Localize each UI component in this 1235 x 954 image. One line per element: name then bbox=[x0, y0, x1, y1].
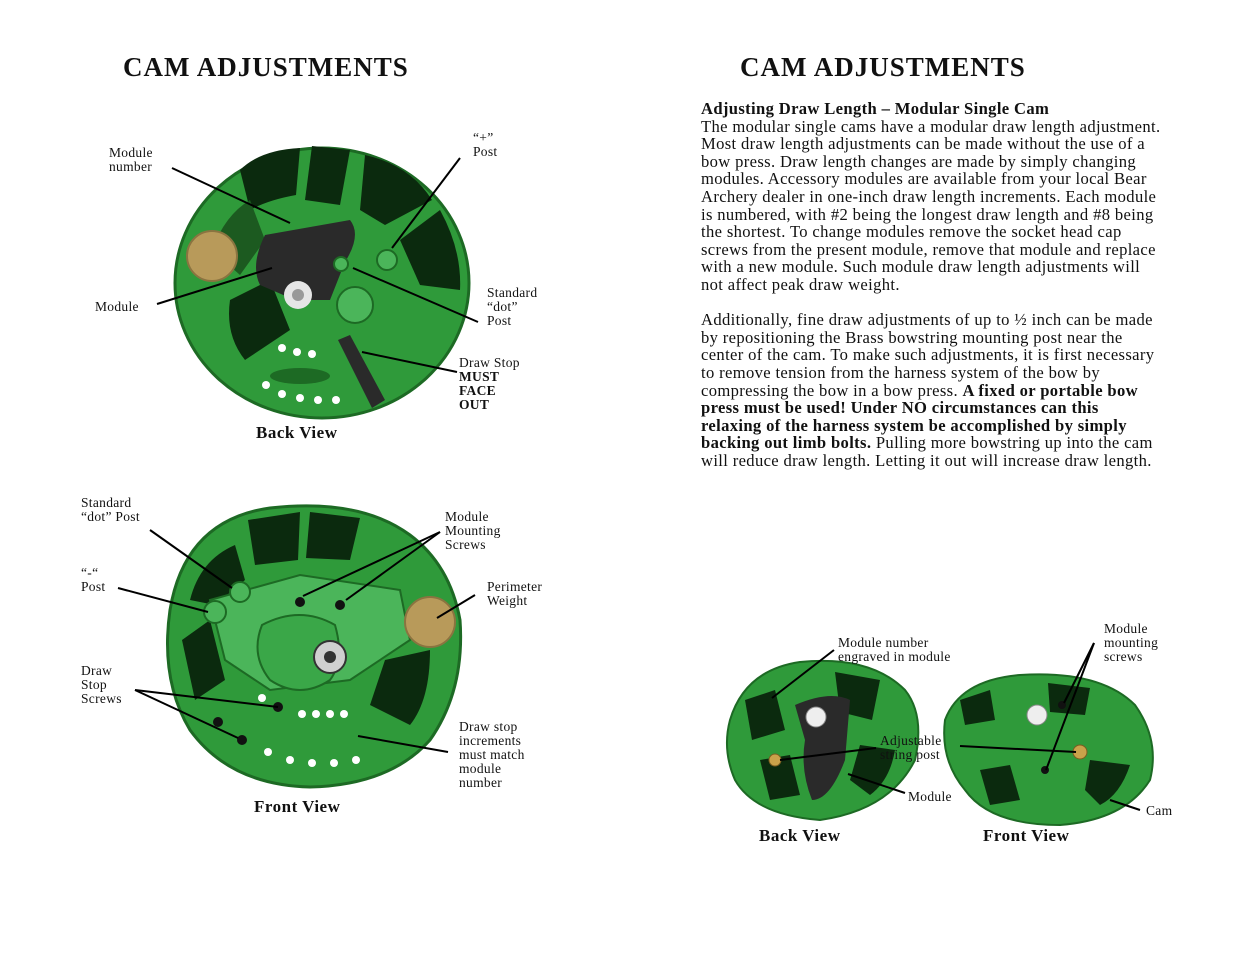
label-module-number-engraved: Module number engraved in module bbox=[838, 635, 951, 664]
label-minus-post: “-“ Post bbox=[81, 565, 106, 594]
label-front-standard-dot-post: Standard “dot” Post bbox=[81, 495, 140, 524]
section-heading: Adjusting Draw Length – Modular Single C… bbox=[701, 99, 1050, 118]
right-page-title: CAM ADJUSTMENTS bbox=[740, 52, 1026, 82]
front-view-cam bbox=[166, 504, 463, 789]
right-back-view-cam bbox=[725, 659, 920, 822]
label-draw-stop-increments: Draw stop increments must match module n… bbox=[459, 719, 525, 790]
label-module-mounting-screws: Module Mounting Screws bbox=[445, 509, 501, 552]
paragraph-2: Additionally, fine draw adjustments of u… bbox=[701, 310, 1155, 470]
label-standard-dot-post: Standard “dot” Post bbox=[487, 285, 538, 328]
label-module-number: Module number bbox=[109, 145, 153, 174]
label-draw-stop-screws: Draw Stop Screws bbox=[81, 663, 122, 706]
label-cam: Cam bbox=[1146, 803, 1173, 818]
label-plus-post: “+” Post bbox=[473, 130, 498, 159]
back-view-caption: Back View bbox=[256, 423, 338, 442]
label-module: Module bbox=[95, 299, 139, 314]
left-page-title: CAM ADJUSTMENTS bbox=[123, 52, 409, 82]
paragraph-1: The modular single cams have a modular d… bbox=[701, 116, 1161, 294]
right-back-view-caption: Back View bbox=[759, 826, 841, 845]
label-right-module-mounting-screws: Module mounting screws bbox=[1104, 621, 1159, 664]
front-view-caption: Front View bbox=[254, 797, 341, 816]
label-right-module: Module bbox=[908, 789, 952, 804]
label-draw-stop: Draw Stop MUST FACE OUT bbox=[459, 355, 520, 412]
body-text: Adjusting Draw Length – Modular Single C… bbox=[701, 100, 1161, 469]
back-view-cam bbox=[173, 146, 471, 420]
label-adjustable-string-post: Adjustable string post bbox=[880, 733, 942, 762]
right-front-view-caption: Front View bbox=[983, 826, 1070, 845]
label-perimeter-weight: Perimeter Weight bbox=[487, 579, 543, 608]
